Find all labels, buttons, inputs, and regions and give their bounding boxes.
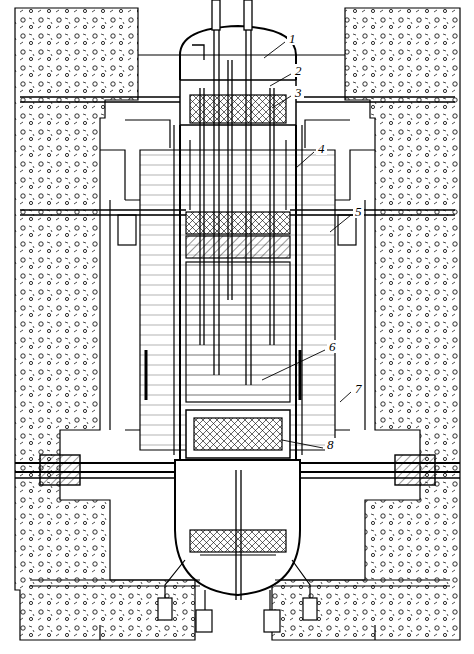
callout-number: 1 (287, 32, 298, 45)
callout-number: 8 (325, 438, 336, 451)
callout-number: 7 (353, 382, 364, 395)
callout-number: 6 (327, 340, 338, 353)
callout-number: 5 (353, 205, 364, 218)
callout-number: 4 (316, 142, 327, 155)
callout-number: 3 (293, 86, 304, 99)
callout-number: 2 (293, 64, 304, 77)
